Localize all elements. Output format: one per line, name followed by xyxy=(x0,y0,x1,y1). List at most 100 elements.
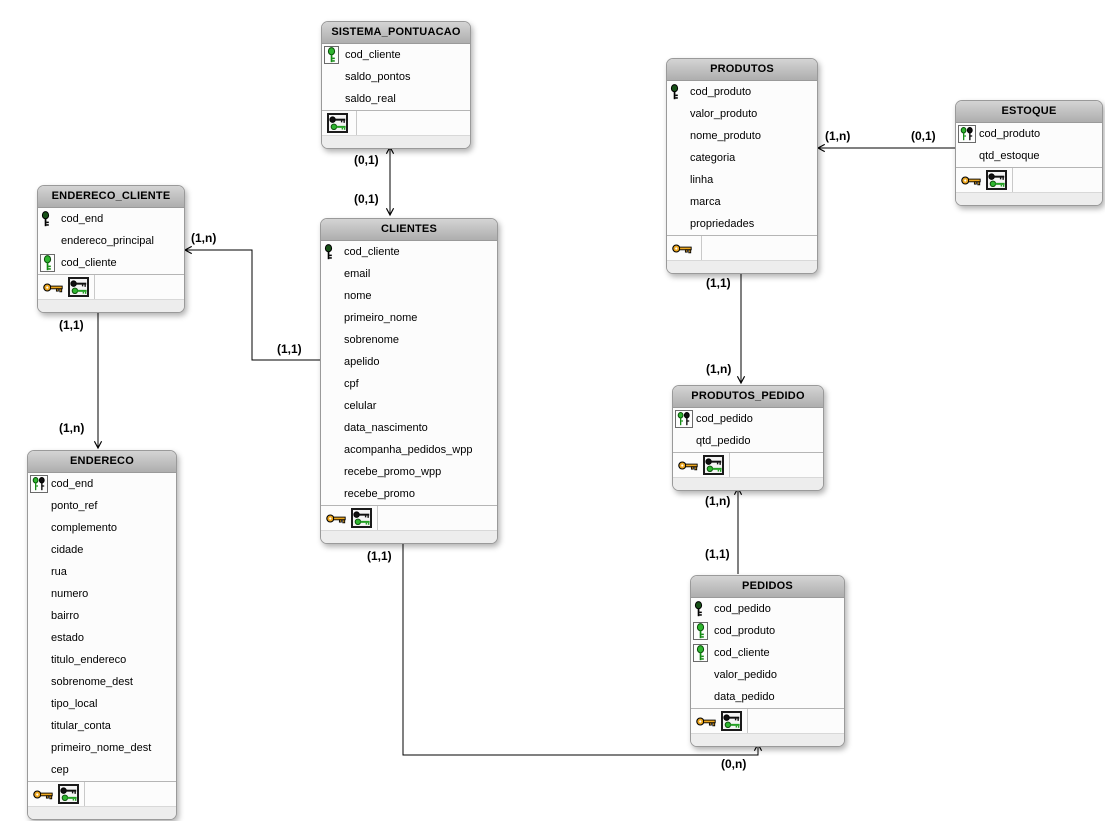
field-name: cod_cliente xyxy=(714,647,770,659)
field-row[interactable]: cidade xyxy=(28,539,176,561)
field-name: email xyxy=(344,268,371,280)
footer-icon-cell xyxy=(28,782,85,806)
keys-icon xyxy=(327,113,348,133)
field-row[interactable]: sobrenome xyxy=(321,329,497,351)
field-name: endereco_principal xyxy=(61,235,154,247)
table-bottom-strip xyxy=(321,530,497,543)
field-row[interactable]: valor_produto xyxy=(667,103,817,125)
table-field-list: cod_end endereco_principal cod_cliente xyxy=(38,208,184,274)
field-row[interactable]: recebe_promo xyxy=(321,483,497,505)
field-row[interactable]: cod_produto xyxy=(667,81,817,103)
entity-table-produtos[interactable]: PRODUTOS cod_produto valor_produto nome_pr… xyxy=(666,58,818,274)
field-row[interactable]: numero xyxy=(28,583,176,605)
field-name: cod_produto xyxy=(690,86,752,98)
field-name: saldo_real xyxy=(345,93,396,105)
field-name: valor_produto xyxy=(690,108,758,120)
field-row[interactable]: email xyxy=(321,263,497,285)
field-row[interactable]: qtd_pedido xyxy=(673,430,823,452)
field-name: sobrenome xyxy=(344,334,400,346)
field-row[interactable]: primeiro_nome xyxy=(321,307,497,329)
field-row[interactable]: rua xyxy=(28,561,176,583)
field-row[interactable]: endereco_principal xyxy=(38,230,184,252)
field-row[interactable]: cod_cliente xyxy=(321,241,497,263)
field-row[interactable]: cod_end xyxy=(28,473,176,495)
cardinality-label: (1,1) xyxy=(59,318,84,332)
field-row[interactable]: propriedades xyxy=(667,213,817,235)
field-name: cod_pedido xyxy=(696,413,753,425)
field-row[interactable]: cod_cliente xyxy=(691,642,844,664)
field-row[interactable]: cep xyxy=(28,759,176,781)
field-row[interactable]: apelido xyxy=(321,351,497,373)
field-row[interactable]: categoria xyxy=(667,147,817,169)
field-row[interactable]: cpf xyxy=(321,373,497,395)
foreign-key-icon xyxy=(691,644,714,662)
footer-icon-cell xyxy=(673,453,730,477)
keys-icon xyxy=(68,277,89,297)
field-name: marca xyxy=(690,196,721,208)
field-row[interactable]: complemento xyxy=(28,517,176,539)
field-row[interactable]: cod_cliente xyxy=(38,252,184,274)
index-icon xyxy=(33,788,53,801)
primary-key-icon xyxy=(691,601,714,617)
cardinality-label: (1,1) xyxy=(706,276,731,290)
field-row[interactable]: nome xyxy=(321,285,497,307)
field-row[interactable]: saldo_real xyxy=(322,88,470,110)
footer-icon-cell xyxy=(38,275,95,299)
field-row[interactable]: recebe_promo_wpp xyxy=(321,461,497,483)
cardinality-label: (0,1) xyxy=(354,192,379,206)
field-row[interactable]: cod_end xyxy=(38,208,184,230)
index-icon xyxy=(326,512,346,525)
index-icon xyxy=(678,459,698,472)
field-row[interactable]: celular xyxy=(321,395,497,417)
field-row[interactable]: acompanha_pedidos_wpp xyxy=(321,439,497,461)
field-row[interactable]: titular_conta xyxy=(28,715,176,737)
field-row[interactable]: qtd_estoque xyxy=(956,145,1102,167)
field-name: titular_conta xyxy=(51,720,111,732)
field-row[interactable]: valor_pedido xyxy=(691,664,844,686)
table-bottom-strip xyxy=(28,806,176,819)
primary-key-icon xyxy=(38,211,61,227)
foreign-key-icon xyxy=(691,622,714,640)
field-row[interactable]: linha xyxy=(667,169,817,191)
field-row[interactable]: nome_produto xyxy=(667,125,817,147)
field-row[interactable]: ponto_ref xyxy=(28,495,176,517)
field-name: rua xyxy=(51,566,67,578)
field-row[interactable]: cod_cliente xyxy=(322,44,470,66)
field-name: cod_cliente xyxy=(344,246,400,258)
cardinality-label: (1,1) xyxy=(705,547,730,561)
field-row[interactable]: estado xyxy=(28,627,176,649)
field-row[interactable]: marca xyxy=(667,191,817,213)
field-row[interactable]: cod_produto xyxy=(691,620,844,642)
relationship-line-clientes-endereco-cliente[interactable] xyxy=(183,245,320,361)
field-row[interactable]: sobrenome_dest xyxy=(28,671,176,693)
field-row[interactable]: cod_pedido xyxy=(673,408,823,430)
field-name: numero xyxy=(51,588,89,600)
field-row[interactable]: cod_pedido xyxy=(691,598,844,620)
field-row[interactable]: tipo_local xyxy=(28,693,176,715)
field-name: tipo_local xyxy=(51,698,98,710)
field-row[interactable]: data_pedido xyxy=(691,686,844,708)
field-row[interactable]: data_nascimento xyxy=(321,417,497,439)
field-row[interactable]: titulo_endereco xyxy=(28,649,176,671)
table-title: PRODUTOS xyxy=(667,59,817,81)
field-row[interactable]: bairro xyxy=(28,605,176,627)
field-row[interactable]: cod_produto xyxy=(956,123,1102,145)
field-row[interactable]: saldo_pontos xyxy=(322,66,470,88)
field-row[interactable]: primeiro_nome_dest xyxy=(28,737,176,759)
field-name: acompanha_pedidos_wpp xyxy=(344,444,473,456)
table-field-list: cod_pedido cod_produto cod_cliente valor_pe… xyxy=(691,598,844,708)
field-name: cod_pedido xyxy=(714,603,771,615)
relationship-line-clientes-pedidos[interactable] xyxy=(402,539,763,756)
table-footer xyxy=(321,505,497,530)
table-bottom-strip xyxy=(691,733,844,746)
